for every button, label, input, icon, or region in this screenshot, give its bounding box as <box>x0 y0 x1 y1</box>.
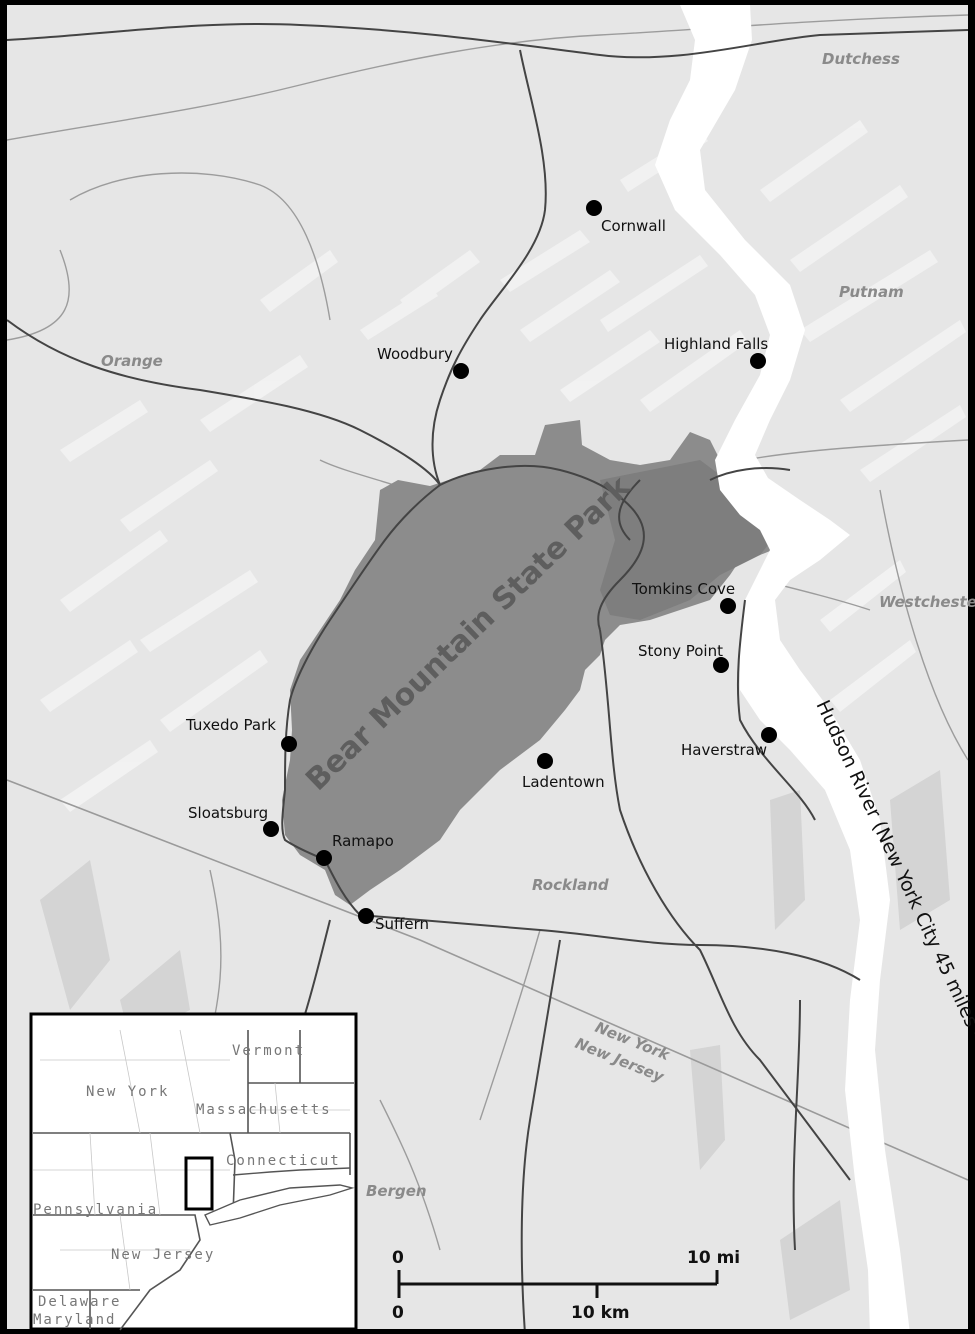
town-label-cornwall: Cornwall <box>601 217 666 235</box>
scale-bar: 0 10 mi 0 10 km <box>392 1248 740 1323</box>
town-dot-haverstraw <box>761 727 777 743</box>
town-label-woodbury: Woodbury <box>377 345 453 363</box>
town-dot-stony-point <box>713 657 729 673</box>
town-dot-highland-falls <box>750 353 766 369</box>
county-label-putnam: Putnam <box>839 283 904 301</box>
inset-label-new-jersey: New Jersey <box>111 1247 215 1263</box>
town-label-tuxedo-park: Tuxedo Park <box>185 716 276 734</box>
county-label-westchester: Westchester <box>879 593 975 611</box>
locator-box-icon <box>184 1156 214 1211</box>
county-label-orange: Orange <box>101 352 163 370</box>
ny-nj-state-line <box>7 779 968 1181</box>
scale-bottom-start: 0 <box>392 1303 404 1323</box>
county-boundaries <box>7 14 968 1251</box>
town-label-stony-point: Stony Point <box>638 642 723 660</box>
inset-label-massachusetts: Massachusetts <box>196 1102 332 1118</box>
town-label-tomkins-cove: Tomkins Cove <box>631 580 735 598</box>
town-label-highland-falls: Highland Falls <box>664 335 768 353</box>
town-dot-suffern <box>358 908 374 924</box>
scale-bottom-end: 10 km <box>571 1303 630 1323</box>
inset-label-maryland: Maryland <box>33 1312 116 1328</box>
town-dot-cornwall <box>586 200 602 216</box>
inset-label-delaware: Delaware <box>38 1294 121 1310</box>
roads <box>7 23 968 1329</box>
town-label-sloatsburg: Sloatsburg <box>188 804 268 822</box>
county-label-rockland: Rockland <box>532 876 609 894</box>
terrain-shade <box>40 770 950 1320</box>
scale-top-start: 0 <box>392 1248 404 1268</box>
inset-label-pennsylvania: Pennsylvania <box>33 1202 158 1218</box>
town-markers: Cornwall Woodbury Highland Falls Tomkins… <box>185 200 777 933</box>
town-dot-woodbury <box>453 363 469 379</box>
town-label-ramapo: Ramapo <box>332 832 394 850</box>
town-dot-ramapo <box>316 850 332 866</box>
scale-top-end: 10 mi <box>687 1248 740 1268</box>
town-label-haverstraw: Haverstraw <box>681 741 767 759</box>
town-dot-ladentown <box>537 753 553 769</box>
town-dot-sloatsburg <box>263 821 279 837</box>
terrain-texture <box>40 120 966 812</box>
town-label-ladentown: Ladentown <box>522 773 605 791</box>
town-dot-tuxedo-park <box>281 736 297 752</box>
town-dot-tomkins-cove <box>720 598 736 614</box>
inset-map: Vermont New York Massachusetts Connectic… <box>29 1012 358 1331</box>
county-labels: Dutchess Putnam Orange Westchester Rockl… <box>101 50 975 1200</box>
inset-label-vermont: Vermont <box>232 1043 305 1059</box>
inset-label-connecticut: Connecticut <box>226 1153 341 1169</box>
county-label-bergen: Bergen <box>366 1182 427 1200</box>
hudson-river <box>655 5 910 1329</box>
inset-label-new-york: New York <box>86 1084 169 1100</box>
town-label-suffern: Suffern <box>375 915 429 933</box>
county-label-dutchess: Dutchess <box>822 50 900 68</box>
